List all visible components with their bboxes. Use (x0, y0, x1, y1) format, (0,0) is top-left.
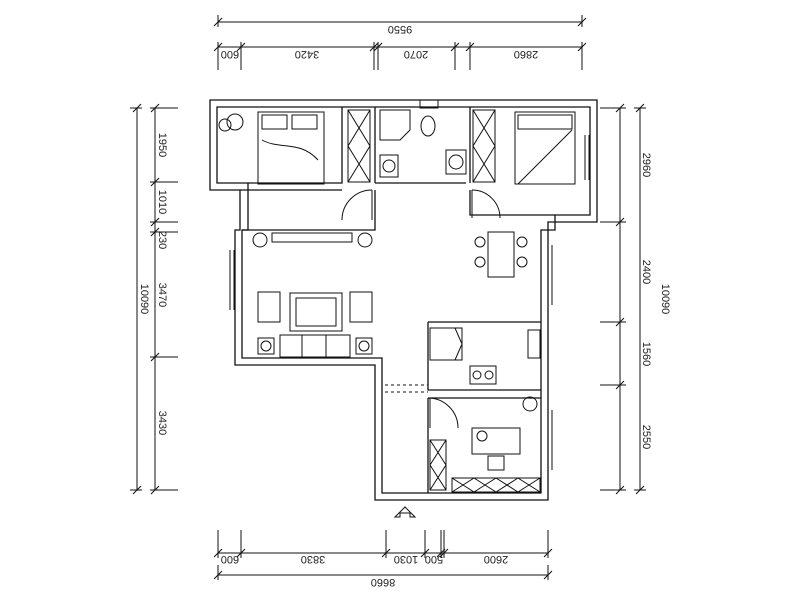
dining-table (487, 231, 515, 278)
coffee-table (289, 292, 343, 332)
shower (379, 109, 411, 141)
dim-left-4: 3470 (156, 283, 168, 307)
desk (471, 427, 521, 455)
left-dimensions: 10090 1950 1010 230 3470 3430 (130, 103, 178, 495)
dim-left-5: 3430 (156, 411, 168, 435)
dim-left-2: 1010 (156, 190, 168, 214)
dim-right-1: 2960 (640, 153, 652, 177)
sink (448, 154, 464, 170)
dim-bottom-total: 8660 (371, 576, 395, 588)
top-dimensions: 9550 600 3420 2070 2860 (213, 15, 587, 70)
entrance-arrow-icon (393, 506, 417, 518)
bed-master (257, 111, 325, 185)
dim-top-total: 9550 (388, 23, 412, 35)
right-dimensions: 2960 2400 1560 2550 10090 (600, 103, 671, 495)
dim-left-1: 1950 (156, 133, 168, 157)
dim-bottom-1: 600 (221, 553, 239, 565)
dim-right-3: 1560 (640, 342, 652, 366)
tv-cabinet (271, 232, 353, 243)
furniture (218, 99, 590, 493)
dim-right-total: 10090 (659, 284, 671, 315)
dim-bottom-3: 1030 (394, 553, 418, 565)
bookshelf (451, 477, 541, 493)
bottom-dimensions: 600 3830 1030 500 2600 8660 (213, 530, 553, 588)
dim-right-4: 2550 (640, 425, 652, 449)
dim-top-4: 2860 (514, 48, 538, 60)
dim-top-3: 2070 (404, 48, 428, 60)
dim-bottom-5: 2600 (484, 553, 508, 565)
walls (209, 99, 598, 501)
bed-second (514, 111, 576, 185)
dim-top-2: 3420 (295, 48, 319, 60)
dim-left-3: 230 (156, 231, 168, 249)
dim-bottom-4: 500 (425, 553, 443, 565)
sofa (279, 334, 351, 358)
stove (469, 365, 497, 385)
dim-top-1: 600 (221, 48, 239, 60)
wardrobe (347, 109, 371, 183)
dim-left-total: 10090 (138, 284, 150, 315)
dim-bottom-2: 3830 (301, 553, 325, 565)
dim-right-2: 2400 (640, 260, 652, 284)
doors (341, 189, 501, 429)
toilet (420, 115, 436, 137)
